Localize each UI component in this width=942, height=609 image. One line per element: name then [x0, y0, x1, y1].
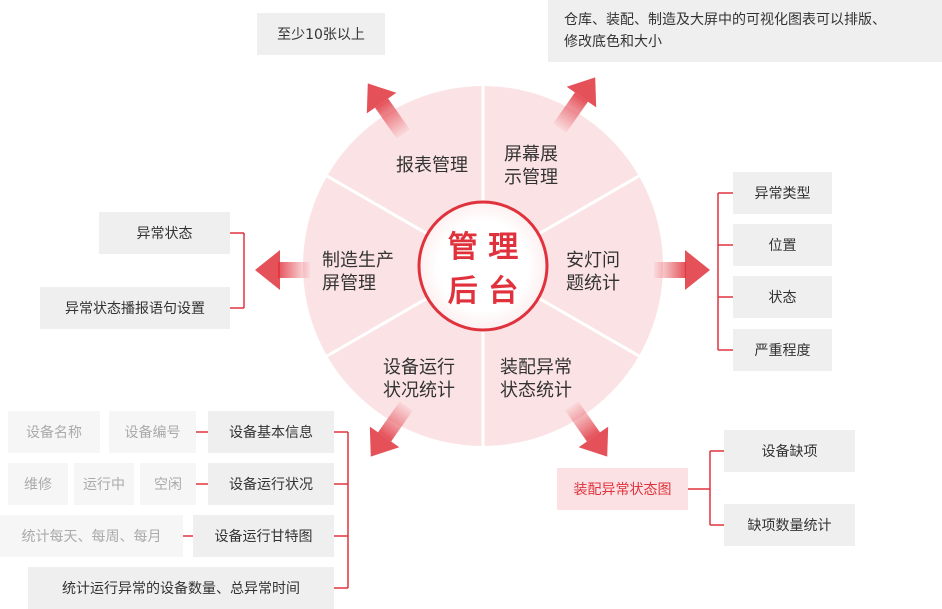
- device-detail-connectors: [183, 431, 208, 537]
- device-detail-running: 运行中: [74, 463, 134, 505]
- arrow-right: [654, 250, 710, 290]
- andon-item-severity-label: 严重程度: [754, 343, 811, 359]
- wheel-dividers: [326, 86, 640, 446]
- andon-bracket: [717, 192, 733, 351]
- arrow-up-right: [553, 77, 597, 133]
- device-detail-name-label: 设备名称: [26, 425, 82, 441]
- andon-item-type: 异常类型: [733, 172, 832, 214]
- device-detail-period: 统计每天、每周、每月: [0, 515, 183, 557]
- production-item-broadcast-setting: 异常状态播报语句设置: [40, 287, 230, 329]
- device-row-gantt-label: 设备运行甘特图: [214, 529, 313, 545]
- assembly-item-missing: 设备缺项: [724, 430, 855, 472]
- center-title: 管 理 后 台: [419, 226, 547, 314]
- andon-item-type-label: 异常类型: [754, 186, 811, 202]
- device-row-basic-info: 设备基本信息: [208, 411, 334, 453]
- device-detail-idle-label: 空闲: [154, 477, 182, 493]
- device-row-gantt: 设备运行甘特图: [193, 515, 334, 557]
- center-title-line2: 后 台: [447, 274, 519, 309]
- device-detail-number-label: 设备编号: [124, 425, 181, 441]
- assembly-item-missing-count-label: 缺项数量统计: [747, 518, 832, 534]
- device-detail-running-label: 运行中: [83, 477, 125, 493]
- segment-assembly-line1: 装配异常: [500, 357, 572, 378]
- center-title-line1: 管 理: [447, 230, 519, 265]
- device-row-run-status-label: 设备运行状况: [229, 477, 313, 493]
- screen-note-line1: 仓库、装配、制造及大屏中的可视化图表可以排版、: [564, 12, 886, 28]
- production-item-broadcast-setting-label: 异常状态播报语句设置: [65, 301, 205, 317]
- device-detail-repair: 维修: [8, 463, 68, 505]
- segment-report: 报表管理: [396, 154, 468, 177]
- segment-screen-line2: 示管理: [504, 167, 558, 189]
- device-detail-repair-label: 维修: [24, 477, 52, 493]
- segment-andon-line2: 题统计: [566, 273, 620, 295]
- device-bracket: [334, 431, 349, 589]
- assembly-bracket: [688, 450, 724, 526]
- arrow-down-left: [369, 401, 413, 457]
- arrow-down-right: [565, 401, 609, 457]
- segment-production-line2: 屏管理: [322, 273, 376, 295]
- andon-item-severity: 严重程度: [733, 329, 832, 371]
- segment-device-line2: 状况统计: [383, 380, 455, 402]
- center-hub: [417, 200, 549, 332]
- device-row-abnormal-stats: 统计运行异常的设备数量、总异常时间: [28, 567, 334, 609]
- report-note: 至少10张以上: [277, 27, 365, 43]
- andon-item-status: 状态: [733, 276, 832, 318]
- segment-screen-line1: 屏幕展: [504, 144, 558, 165]
- device-detail-number: 设备编号: [109, 411, 196, 453]
- production-bracket: [230, 232, 245, 309]
- segment-production-line1: 制造生产: [322, 250, 394, 271]
- assembly-item-missing-count: 缺项数量统计: [724, 504, 855, 546]
- segment-report-label: 报表管理: [396, 155, 468, 176]
- andon-item-location-label: 位置: [768, 238, 797, 254]
- segment-assembly-line2: 状态统计: [500, 380, 572, 402]
- device-row-abnormal-stats-label: 统计运行异常的设备数量、总异常时间: [62, 581, 300, 597]
- segment-device-line1: 设备运行: [383, 357, 455, 378]
- segment-andon-line1: 安灯问: [566, 250, 620, 271]
- andon-item-status-label: 状态: [768, 290, 797, 306]
- screen-note-box: 仓库、装配、制造及大屏中的可视化图表可以排版、 修改底色和大小: [548, 0, 942, 62]
- segment-screen: 屏幕展 示管理: [504, 143, 558, 190]
- assembly-chart-box: 装配异常状态图: [557, 468, 688, 510]
- segment-andon: 安灯问 题统计: [566, 249, 620, 296]
- report-note-box: 至少10张以上: [257, 13, 385, 55]
- device-detail-period-label: 统计每天、每周、每月: [21, 529, 162, 545]
- segment-device: 设备运行 状况统计: [383, 356, 455, 403]
- segment-production: 制造生产 屏管理: [322, 249, 394, 296]
- production-item-abnormal-status: 异常状态: [99, 212, 230, 254]
- arrow-left: [255, 250, 310, 290]
- andon-item-location: 位置: [733, 224, 832, 266]
- assembly-item-missing-label: 设备缺项: [761, 444, 818, 460]
- device-row-basic-info-label: 设备基本信息: [229, 425, 313, 441]
- segment-assembly: 装配异常 状态统计: [500, 356, 572, 403]
- device-detail-name: 设备名称: [8, 411, 100, 453]
- assembly-chart-label: 装配异常状态图: [573, 482, 672, 498]
- production-item-abnormal-status-label: 异常状态: [136, 226, 193, 242]
- device-detail-idle: 空闲: [140, 463, 196, 505]
- arrow-up-left: [366, 83, 410, 139]
- screen-note-line2: 修改底色和大小: [564, 34, 662, 50]
- device-row-run-status: 设备运行状况: [208, 463, 334, 505]
